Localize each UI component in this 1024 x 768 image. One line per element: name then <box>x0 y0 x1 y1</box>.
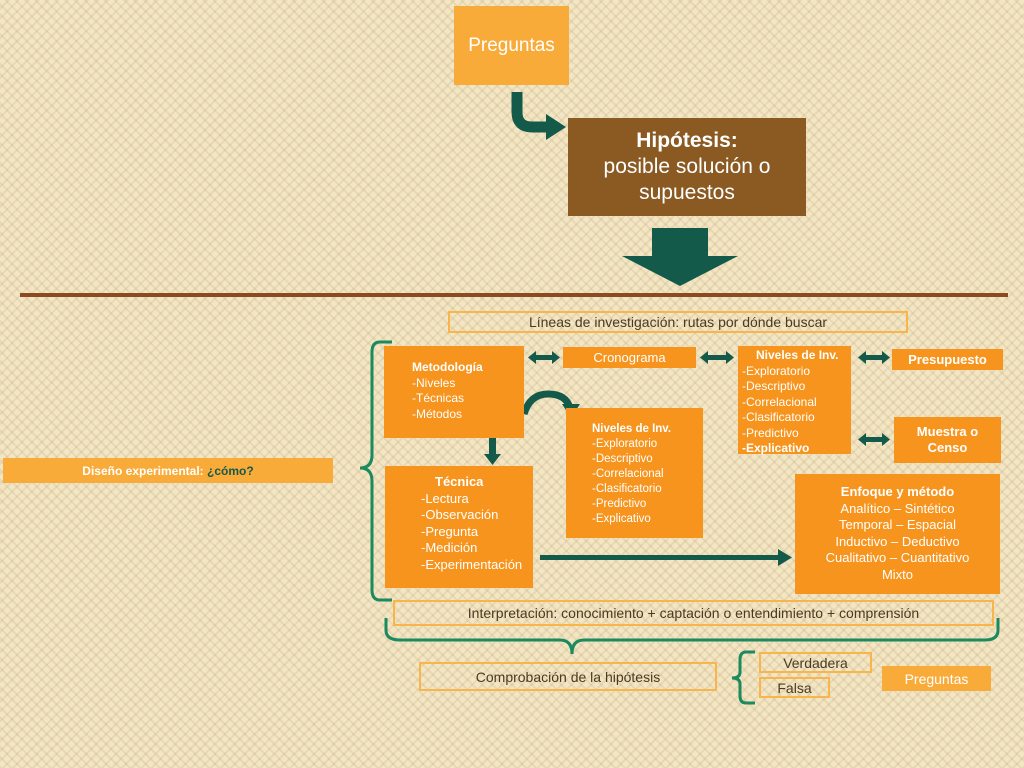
niveles-right-item: -Explicativo <box>742 441 810 455</box>
preguntas-bottom-label: Preguntas <box>904 670 969 687</box>
hipotesis-title: Hipótesis: <box>636 129 738 152</box>
niveles-center-item: -Descriptivo <box>592 453 653 465</box>
bottom-brace <box>384 618 1000 655</box>
muestra-label: Muestra o Censo <box>916 424 979 455</box>
niveles-center-item: -Exploratorio <box>592 438 658 450</box>
interpretacion-label: Interpretación: conocimiento + captación… <box>467 605 920 621</box>
preguntas-top-label: Preguntas <box>468 34 555 56</box>
niveles-right-item: -Descriptivo <box>742 379 806 393</box>
hipotesis-box: Hipótesis: posible solución o supuestos <box>568 118 806 216</box>
niveles-right-item: -Correlacional <box>742 394 817 409</box>
double-arrow-niveles-presupuesto <box>858 351 890 364</box>
curved-arrow-preguntas-hipotesis <box>511 92 548 133</box>
niveles-center-item: -Correlacional <box>592 468 664 480</box>
niveles-center-title: Niveles de Inv. <box>592 423 672 435</box>
metodologia-box: Metodología -Niveles -Técnicas -Métodos <box>384 346 524 438</box>
muestra-box: Muestra o Censo <box>894 417 1001 463</box>
niveles-right-item: -Exploratorio <box>742 363 811 378</box>
enfoque-box: Enfoque y método Analítico – Sintético T… <box>795 474 1000 594</box>
tecnica-box: Técnica -Lectura -Observación -Pregunta … <box>385 466 533 588</box>
double-arrow-niveles-muestra <box>858 433 890 446</box>
cronograma-label: Cronograma <box>593 350 666 365</box>
cronograma-box: Cronograma <box>563 347 696 368</box>
tecnica-item: -Observación <box>421 507 499 522</box>
niveles-center-box: Niveles de Inv. -Exploratorio -Descripti… <box>566 408 703 538</box>
tecnica-title: Técnica <box>435 474 484 489</box>
metodologia-item: -Técnicas <box>412 391 465 405</box>
enfoque-title: Enfoque y método <box>840 484 955 499</box>
niveles-right-item: -Predictivo <box>742 425 799 440</box>
diseno-label: Diseño experimental: <box>82 463 204 478</box>
falsa-box: Falsa <box>759 677 830 698</box>
down-arrow-metodologia-tecnica <box>489 438 496 456</box>
verdadera-label: Verdadera <box>783 654 848 671</box>
curved-arrow-metodologia-niveles <box>520 390 574 416</box>
verdad-brace <box>731 650 755 705</box>
interpretacion-box: Interpretación: conocimiento + captación… <box>393 600 994 626</box>
enfoque-item: Mixto <box>881 566 914 582</box>
niveles-right-item: -Clasificatorio <box>742 410 815 424</box>
left-brace <box>359 340 392 602</box>
enfoque-item: Temporal – Espacial <box>838 517 957 532</box>
comprobacion-label: Comprobación de la hipótesis <box>475 668 661 685</box>
metodologia-item: -Métodos <box>412 406 463 421</box>
diseno-box: Diseño experimental: ¿cómo? <box>3 458 333 483</box>
preguntas-top-box: Preguntas <box>454 6 569 85</box>
metodologia-title: Metodología <box>412 360 483 374</box>
tecnica-item: -Lectura <box>421 490 469 506</box>
double-arrow-cronograma-niveles <box>700 351 734 364</box>
niveles-right-box: Niveles de Inv. -Exploratorio -Descripti… <box>738 346 851 455</box>
enfoque-item: Inductivo – Deductivo <box>835 533 960 549</box>
enfoque-item: Analítico – Sintético <box>840 500 955 516</box>
hipotesis-line2: supuestos <box>639 181 735 204</box>
diseno-question: ¿cómo? <box>207 463 254 478</box>
niveles-center-item: -Explicativo <box>592 513 651 525</box>
tecnica-item: -Medición <box>421 540 478 555</box>
curved-arrow-head <box>546 114 566 140</box>
tecnica-item: -Pregunta <box>421 523 479 539</box>
falsa-label: Falsa <box>777 679 812 696</box>
niveles-center-item: -Clasificatorio <box>592 483 662 495</box>
tecnica-item: -Experimentación <box>421 556 523 572</box>
comprobacion-box: Comprobación de la hipótesis <box>419 662 717 691</box>
lineas-box: Líneas de investigación: rutas por dónde… <box>448 311 908 333</box>
big-down-arrow <box>622 228 738 286</box>
niveles-center-item: -Predictivo <box>592 498 647 510</box>
enfoque-item: Cualitativo – Cuantitativo <box>825 550 970 565</box>
preguntas-bottom-box: Preguntas <box>882 666 991 691</box>
presupuesto-label: Presupuesto <box>908 352 987 367</box>
double-arrow-metodologia-cronograma <box>528 351 560 364</box>
metodologia-item: -Niveles <box>412 375 456 390</box>
verdadera-box: Verdadera <box>759 652 872 673</box>
divider-line <box>20 293 1008 297</box>
lineas-label: Líneas de investigación: rutas por dónde… <box>528 314 828 330</box>
arrow-tecnica-enfoque <box>540 555 780 560</box>
hipotesis-line1: posible solución o <box>603 155 771 178</box>
niveles-right-title: Niveles de Inv. <box>756 348 839 362</box>
presupuesto-box: Presupuesto <box>892 349 1003 370</box>
